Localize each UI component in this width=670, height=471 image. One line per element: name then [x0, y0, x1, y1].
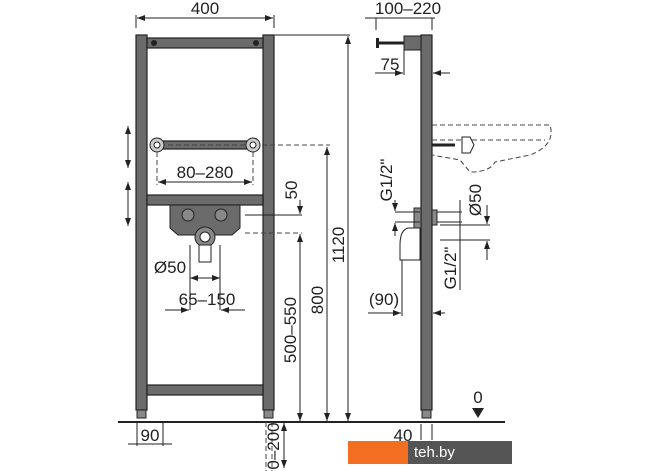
watermark-logo: teh.by	[348, 441, 512, 464]
dim-drain-diameter: Ø50	[154, 258, 186, 277]
front-dimensions	[125, 15, 351, 468]
front-frame	[135, 34, 275, 471]
dim-rail-span: 80–280	[177, 163, 234, 182]
dim-drain-offset: (90)	[369, 290, 399, 309]
dim-total-height: 1120	[329, 227, 348, 264]
dim-inlet-top: G1/2"	[377, 159, 396, 202]
floor-level-marker-icon	[472, 408, 484, 418]
dim-depth: 100–220	[375, 0, 441, 18]
dim-drain-spacing: 65–150	[179, 290, 236, 309]
dim-bracket: 75	[381, 55, 400, 74]
dim-drain-height: 500–550	[281, 297, 300, 363]
dim-offset-top: 50	[282, 181, 301, 200]
dim-inlet-bottom: G1/2"	[441, 247, 460, 290]
dim-foot-adjust: 0–200	[264, 422, 283, 469]
dim-foot-depth: 40	[394, 426, 413, 445]
dim-width: 400	[191, 0, 219, 18]
floor-level-label: 0	[473, 388, 482, 407]
dim-foot-width: 90	[141, 426, 160, 445]
dim-rail-height: 800	[308, 286, 327, 314]
side-frame	[376, 34, 552, 419]
side-dimensions	[365, 17, 490, 440]
dim-side-drain-diameter: Ø50	[466, 184, 485, 216]
watermark-text: teh.by	[408, 441, 512, 464]
